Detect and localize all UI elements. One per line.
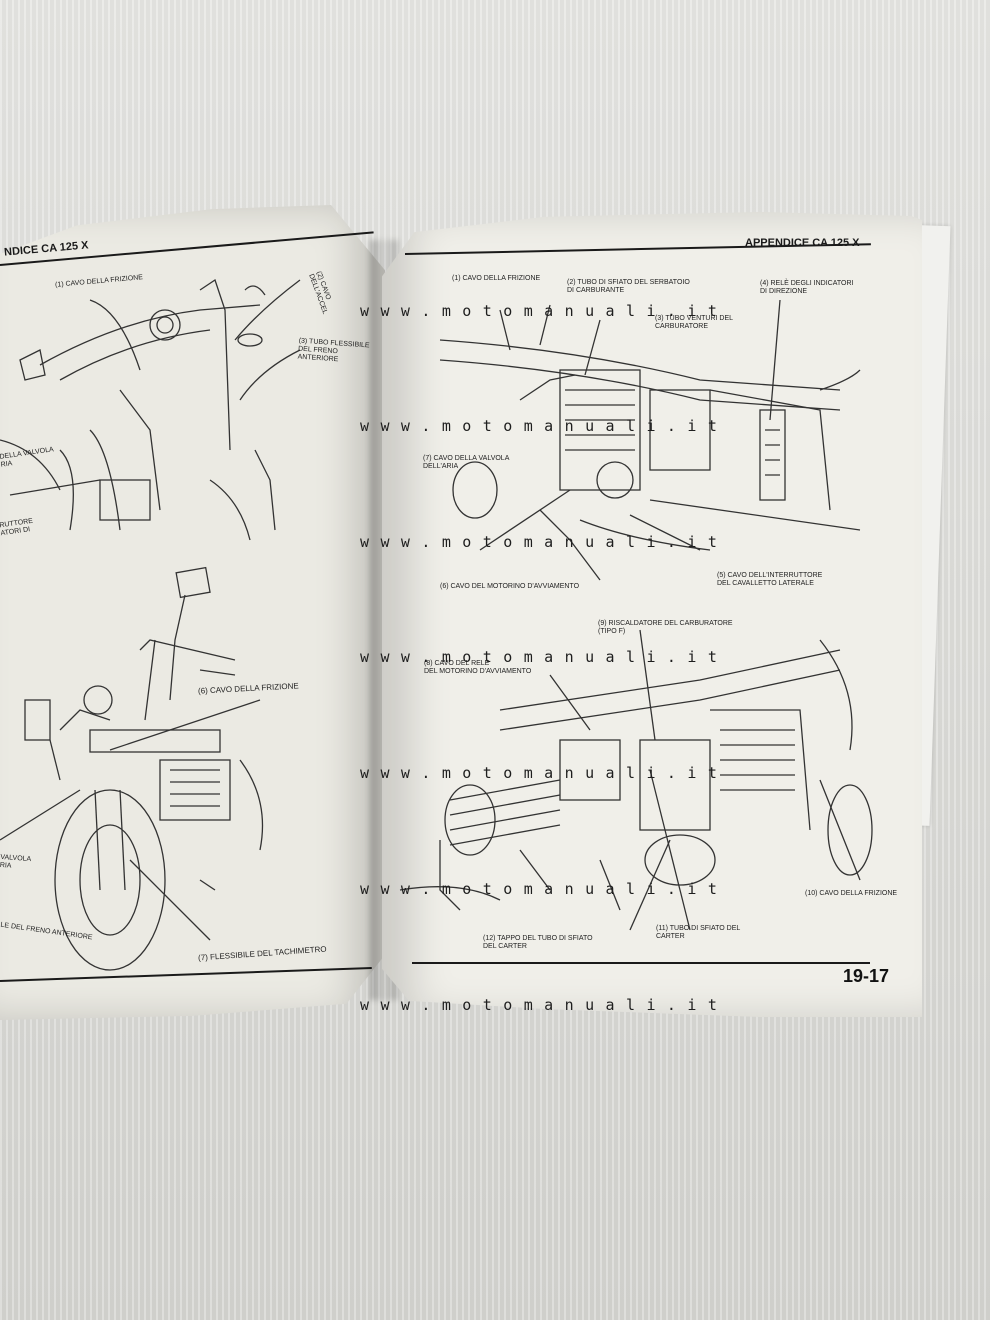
watermark-1: w w w . m o t o m a n u a l i . i t — [360, 302, 719, 320]
right-label-6: (6) CAVO DEL MOTORINO D'AVVIAMENTO — [440, 583, 580, 590]
right-label-9: (9) RISCALDATORE DEL CARBURATORE (TIPO F… — [598, 620, 733, 635]
right-footer-rule — [412, 962, 870, 964]
left-label-3: (3) TUBO FLESSIBILE DEL FRENO ANTERIORE — [297, 337, 370, 364]
right-label-10: (10) CAVO DELLA FRIZIONE — [805, 890, 898, 897]
left-page — [0, 205, 385, 1020]
right-label-4: (4) RELÈ DEGLI INDICATORI DI DIREZIONE — [760, 280, 854, 295]
right-label-8: (8) CAVO DEL RELÈ DEL MOTORINO D'AVVIAME… — [424, 660, 532, 675]
left-label-7: VALVOLA RIA — [0, 853, 32, 870]
watermark-2: w w w . m o t o m a n u a l i . i t — [360, 417, 719, 435]
page-number: 19-17 — [843, 966, 890, 986]
right-bottom-diagram — [399, 629, 873, 931]
right-label-3: (3) TUBO VENTURI DEL CARBURATORE — [655, 315, 734, 330]
watermark-6: w w w . m o t o m a n u a l i . i t — [360, 880, 719, 898]
right-label-1: (1) CAVO DELLA FRIZIONE — [452, 275, 541, 282]
watermark-4: w w w . m o t o m a n u a l i . i t — [360, 648, 719, 666]
watermark-5: w w w . m o t o m a n u a l i . i t — [360, 764, 719, 782]
right-label-11: (11) TUBO DI SFIATO DEL CARTER — [656, 925, 741, 940]
left-top-diagram — [0, 278, 301, 541]
right-label-2: (2) TUBO DI SFIATO DEL SERBATOIO DI CARB… — [567, 279, 690, 294]
left-bottom-diagram — [0, 566, 264, 971]
right-label-7: (7) CAVO DELLA VALVOLA DELL'ARIA — [423, 455, 510, 470]
right-label-5: (5) CAVO DELL'INTERRUTTORE DEL CAVALLETT… — [717, 572, 823, 587]
right-page — [382, 212, 922, 1017]
watermark-3: w w w . m o t o m a n u a l i . i t — [360, 533, 719, 551]
right-top-diagram — [439, 299, 861, 581]
watermark-7: w w w . m o t o m a n u a l i . i t — [360, 996, 719, 1014]
right-label-12: (12) TAPPO DEL TUBO DI SFIATO DEL CARTER — [483, 935, 593, 950]
